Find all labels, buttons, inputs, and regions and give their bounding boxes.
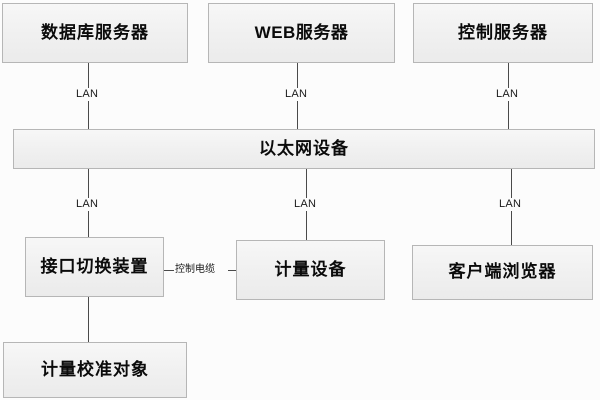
edge-line-eth-meter-upper [306,169,307,198]
edge-line-db-eth-upper [88,63,89,89]
node-ethernet-device[interactable]: 以太网设备 [13,129,595,169]
node-interface-switching-device-label: 接口切换装置 [40,256,149,276]
node-metering-calibration-object-label: 计量校准对象 [41,359,149,379]
edge-line-eth-client-lower [511,211,512,245]
node-client-browser-label: 客户端浏览器 [448,262,557,282]
edge-line-db-eth-lower [88,101,89,129]
edge-label-eth-client: LAN [497,198,524,210]
edge-label-web-eth: LAN [283,88,310,100]
node-metering-calibration-object[interactable]: 计量校准对象 [3,342,187,398]
node-metering-device[interactable]: 计量设备 [236,240,385,300]
edge-line-control-eth-upper [508,63,509,89]
node-client-browser[interactable]: 客户端浏览器 [412,245,593,300]
node-database-server-label: 数据库服务器 [41,22,149,42]
node-web-server[interactable]: WEB服务器 [208,3,395,63]
edge-label-eth-switch: LAN [74,198,101,210]
edge-line-switch-meter-right [228,270,236,271]
node-web-server-label: WEB服务器 [254,22,349,42]
edge-line-switch-target [88,297,89,342]
edge-line-web-eth-lower [297,101,298,129]
edge-line-eth-switch-lower [88,211,89,237]
edge-line-eth-client-upper [511,169,512,198]
edge-line-control-eth-lower [508,101,509,129]
node-control-server-label: 控制服务器 [458,22,548,42]
node-database-server[interactable]: 数据库服务器 [2,3,188,63]
edge-label-control-eth: LAN [494,88,521,100]
edge-label-eth-meter: LAN [292,198,319,210]
edge-line-eth-meter-lower [306,211,307,240]
edge-line-eth-switch-upper [88,169,89,198]
node-interface-switching-device[interactable]: 接口切换装置 [25,237,164,297]
edge-line-web-eth-upper [297,63,298,89]
node-control-server[interactable]: 控制服务器 [413,3,593,63]
node-metering-device-label: 计量设备 [274,259,347,279]
node-ethernet-device-label: 以太网设备 [259,138,349,158]
edge-label-db-eth: LAN [74,88,101,100]
edge-label-switch-meter: 控制电缆 [174,264,216,276]
edge-line-switch-meter-left [164,270,174,271]
